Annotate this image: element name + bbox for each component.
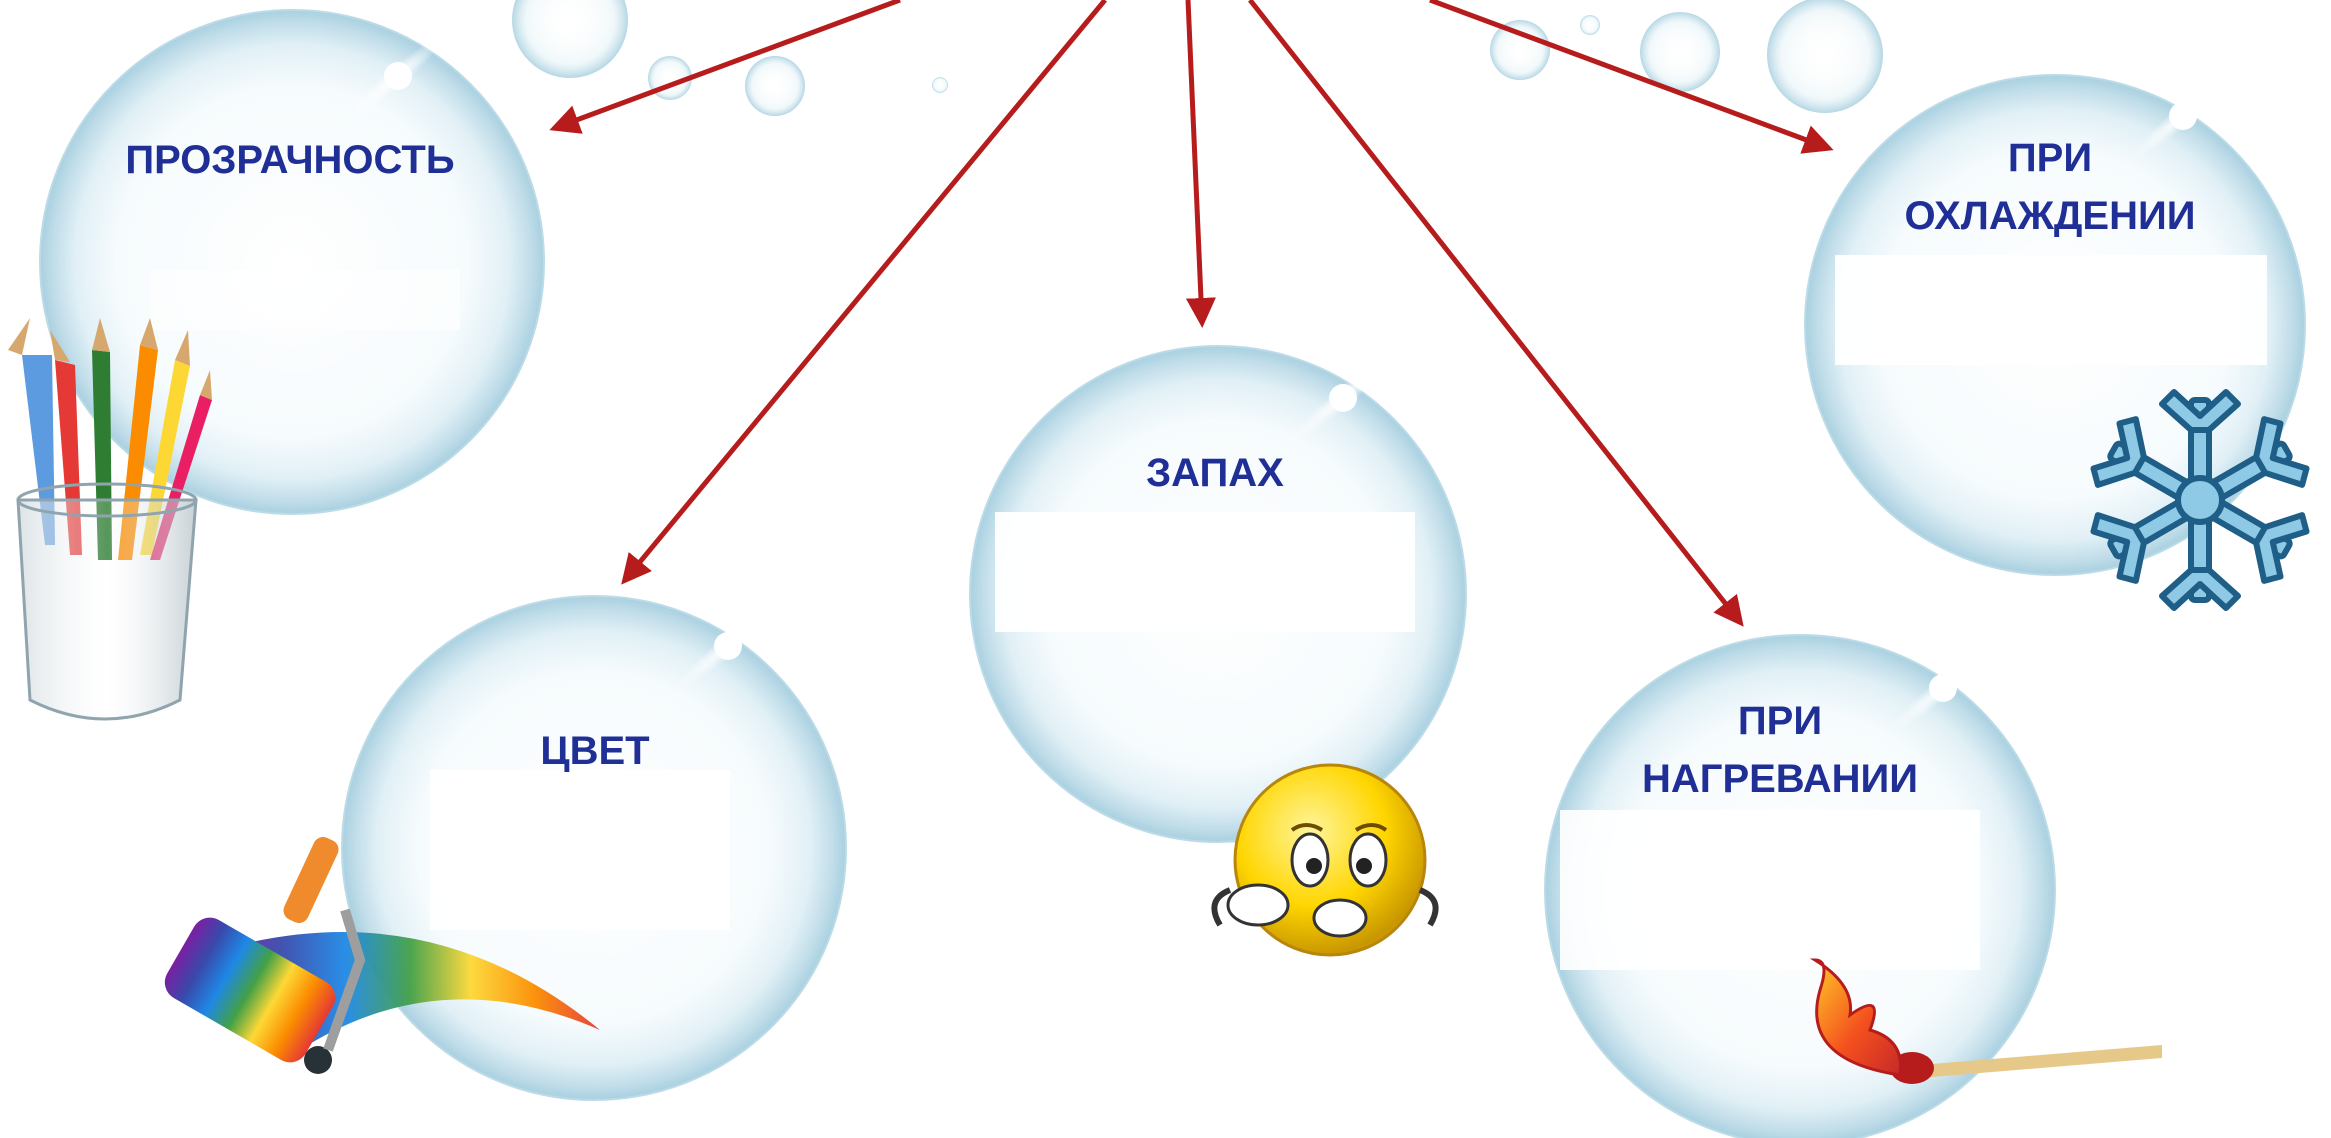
arrow-to-heating bbox=[1248, 0, 1744, 627]
burning-match-icon bbox=[1809, 958, 2162, 1084]
label-heating: ПРИ НАГРЕВАНИИ bbox=[1600, 692, 1960, 808]
bubble-smell bbox=[969, 345, 1467, 843]
label-cooling: ПРИ ОХЛАЖДЕНИИ bbox=[1870, 129, 2230, 245]
label-transparency: ПРОЗРАЧНОСТЬ bbox=[125, 138, 455, 182]
arrow-to-transparency bbox=[549, 0, 901, 134]
bubble-cooling bbox=[1804, 74, 2306, 576]
label-cooling-line-2: ОХЛАЖДЕНИИ bbox=[1904, 194, 2196, 238]
pencils-in-glass-icon bbox=[8, 318, 212, 721]
arrow-to-smell bbox=[1185, 0, 1216, 328]
arrow-to-color bbox=[621, 0, 1107, 585]
connector-arrows bbox=[549, 0, 1834, 627]
bubble-heating bbox=[1544, 634, 2056, 1138]
rainbow-paint-roller-icon bbox=[164, 837, 600, 1074]
label-color: ЦВЕТ bbox=[540, 729, 650, 773]
bubble-color bbox=[341, 595, 847, 1101]
arrow-to-cooling bbox=[1429, 0, 1834, 154]
snowflake-icon bbox=[2090, 389, 2310, 611]
label-cooling-line-1: ПРИ bbox=[2007, 136, 2093, 180]
bubble-transparency bbox=[39, 9, 545, 515]
label-heating-line-2: НАГРЕВАНИИ bbox=[1642, 757, 1918, 801]
label-heating-line-1: ПРИ bbox=[1737, 699, 1823, 743]
sniffing-smiley-icon bbox=[1211, 763, 1439, 957]
label-smell: ЗАПАХ bbox=[1146, 451, 1284, 495]
decorative-bubbles bbox=[512, 0, 1883, 116]
